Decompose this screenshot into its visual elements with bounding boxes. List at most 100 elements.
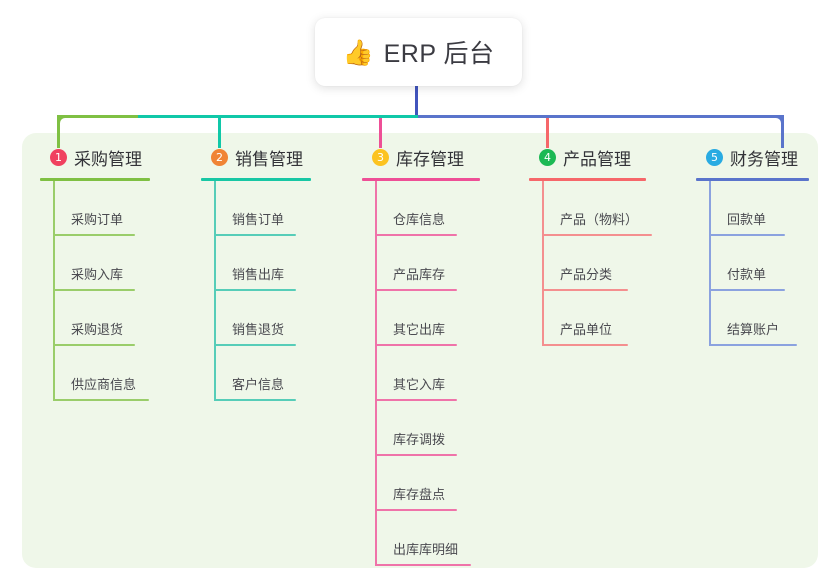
trunk-bar-segment-green xyxy=(57,115,139,118)
list-item[interactable]: 产品分类 xyxy=(525,236,695,291)
leaf-label: 仓库信息 xyxy=(393,212,446,227)
leaf-label: 销售出库 xyxy=(232,267,285,282)
leaf-rule xyxy=(542,344,628,346)
list-item[interactable]: 客户信息 xyxy=(197,346,347,401)
list-item[interactable]: 库存盘点 xyxy=(358,456,518,511)
branch-badge-5: 5 xyxy=(706,148,723,166)
branch-header-4[interactable]: 4 产品管理 xyxy=(525,145,695,169)
list-item[interactable]: 库存调拨 xyxy=(358,401,518,456)
branch-header-2[interactable]: 2 销售管理 xyxy=(197,145,347,169)
branch-header-3[interactable]: 3 库存管理 xyxy=(358,145,518,169)
branch-spine-2 xyxy=(214,181,216,401)
leaf-rule xyxy=(375,234,457,236)
leaf-label: 其它出库 xyxy=(393,322,446,337)
leaf-label: 采购订单 xyxy=(71,212,124,227)
list-item[interactable]: 销售订单 xyxy=(197,181,347,236)
branch-header-5[interactable]: 5 财务管理 xyxy=(692,145,839,169)
leaf-rule xyxy=(709,234,785,236)
content-panel xyxy=(22,133,818,568)
list-item[interactable]: 产品单位 xyxy=(525,291,695,346)
branch-spine-3 xyxy=(375,181,377,566)
branch-column-2: 2 销售管理 销售订单 销售出库 销售退货 客户信息 xyxy=(197,145,347,401)
leaf-rule xyxy=(542,234,652,236)
branch-title-4: 产品管理 xyxy=(563,149,631,169)
branch-title-1: 采购管理 xyxy=(74,149,142,169)
leaf-label: 结算账户 xyxy=(727,322,780,337)
trunk-stem xyxy=(415,85,418,118)
branch-badge-1: 1 xyxy=(50,148,67,166)
leaf-label: 销售退货 xyxy=(232,322,285,337)
branch-items-2: 销售订单 销售出库 销售退货 客户信息 xyxy=(197,181,347,401)
branch-badge-2: 2 xyxy=(211,148,228,166)
leaf-rule xyxy=(53,399,149,401)
list-item[interactable]: 其它出库 xyxy=(358,291,518,346)
branch-header-1[interactable]: 1 采购管理 xyxy=(36,145,186,169)
list-item[interactable]: 仓库信息 xyxy=(358,181,518,236)
leaf-label: 回款单 xyxy=(727,212,767,227)
list-item[interactable]: 出库库明细 xyxy=(358,511,518,566)
leaf-label: 出库库明细 xyxy=(393,542,459,557)
branch-title-3: 库存管理 xyxy=(396,149,464,169)
leaf-rule xyxy=(214,344,296,346)
thumbs-up-icon: 👍 xyxy=(342,37,374,67)
leaf-rule xyxy=(375,509,457,511)
list-item[interactable]: 供应商信息 xyxy=(36,346,186,401)
leaf-label: 供应商信息 xyxy=(71,377,137,392)
branch-title-2: 销售管理 xyxy=(235,149,303,169)
leaf-label: 销售订单 xyxy=(232,212,285,227)
leaf-rule xyxy=(375,289,457,291)
branch-drop-3 xyxy=(379,118,382,148)
leaf-label: 采购退货 xyxy=(71,322,124,337)
leaf-rule xyxy=(709,344,797,346)
leaf-label: 产品库存 xyxy=(393,267,446,282)
leaf-rule xyxy=(214,289,296,291)
branch-title-5: 财务管理 xyxy=(730,149,798,169)
branch-column-1: 1 采购管理 采购订单 采购入库 采购退货 供应商信息 xyxy=(36,145,186,401)
leaf-rule xyxy=(214,399,296,401)
trunk-bar-segment-blue xyxy=(418,115,784,118)
leaf-rule xyxy=(53,234,135,236)
branch-rule-5 xyxy=(696,178,809,181)
list-item[interactable]: 产品（物料） xyxy=(525,181,695,236)
list-item[interactable]: 结算账户 xyxy=(692,291,839,346)
leaf-rule xyxy=(375,399,457,401)
leaf-rule xyxy=(542,289,628,291)
trunk-bar-segment-teal xyxy=(138,115,419,118)
leaf-label: 库存盘点 xyxy=(393,487,446,502)
list-item[interactable]: 付款单 xyxy=(692,236,839,291)
branch-rule-2 xyxy=(201,178,311,181)
list-item[interactable]: 采购入库 xyxy=(36,236,186,291)
branch-items-1: 采购订单 采购入库 采购退货 供应商信息 xyxy=(36,181,186,401)
branch-badge-4: 4 xyxy=(539,148,556,166)
branch-drop-5 xyxy=(781,118,784,148)
list-item[interactable]: 产品库存 xyxy=(358,236,518,291)
leaf-label: 库存调拨 xyxy=(393,432,446,447)
branch-column-3: 3 库存管理 仓库信息 产品库存 其它出库 其它入库 库存调拨 xyxy=(358,145,518,566)
branch-rule-4 xyxy=(529,178,646,181)
leaf-label: 产品分类 xyxy=(560,267,613,282)
leaf-label: 采购入库 xyxy=(71,267,124,282)
list-item[interactable]: 采购订单 xyxy=(36,181,186,236)
branch-spine-5 xyxy=(709,181,711,346)
leaf-rule xyxy=(214,234,296,236)
root-node[interactable]: 👍 ERP 后台 xyxy=(315,18,522,86)
list-item[interactable]: 销售出库 xyxy=(197,236,347,291)
branch-items-3: 仓库信息 产品库存 其它出库 其它入库 库存调拨 库存盘点 xyxy=(358,181,518,566)
list-item[interactable]: 销售退货 xyxy=(197,291,347,346)
leaf-rule xyxy=(375,454,457,456)
root-node-label: ERP 后台 xyxy=(383,40,495,68)
branch-spine-1 xyxy=(53,181,55,401)
list-item[interactable]: 其它入库 xyxy=(358,346,518,401)
branch-column-5: 5 财务管理 回款单 付款单 结算账户 xyxy=(692,145,839,346)
branch-column-4: 4 产品管理 产品（物料） 产品分类 产品单位 xyxy=(525,145,695,346)
branch-drop-1 xyxy=(57,118,60,148)
branch-items-5: 回款单 付款单 结算账户 xyxy=(692,181,839,346)
list-item[interactable]: 回款单 xyxy=(692,181,839,236)
leaf-label: 客户信息 xyxy=(232,377,285,392)
leaf-rule xyxy=(375,344,457,346)
list-item[interactable]: 采购退货 xyxy=(36,291,186,346)
leaf-rule xyxy=(375,564,471,566)
branch-rule-1 xyxy=(40,178,150,181)
branch-items-4: 产品（物料） 产品分类 产品单位 xyxy=(525,181,695,346)
